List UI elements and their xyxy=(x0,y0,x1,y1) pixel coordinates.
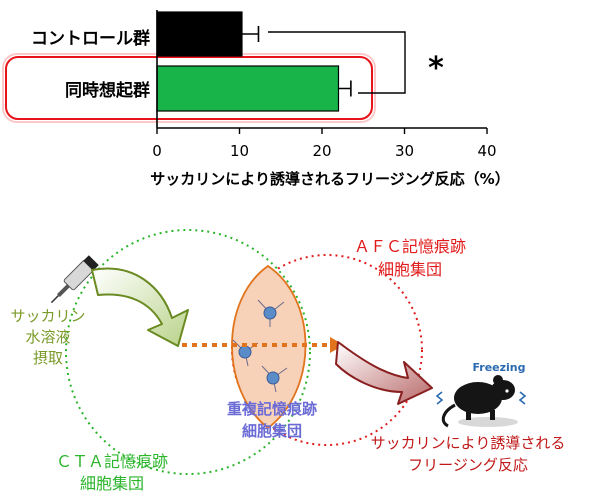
bars-layer xyxy=(156,11,352,112)
error-bar xyxy=(338,80,352,97)
x-tick-label: 20 xyxy=(312,142,331,160)
cta-label-line-1: ＣＴＡ記憶痕跡 xyxy=(56,452,168,471)
neuron-icon xyxy=(257,299,285,327)
cta-label-line-2: 細胞集団 xyxy=(80,474,144,493)
highlight-box xyxy=(5,56,373,120)
bar-chart: コントロール群 同時想起群 0 10 20 30 40 サッカリンにより誘導されるフリー… xyxy=(2,10,510,188)
memory-diagram: Freezing サッカリン 水溶液 摂取 ＣＴＡ記憶痕跡 細胞集団 ＡＦＣ記憶… xyxy=(10,229,566,493)
bar-simultaneous xyxy=(156,65,340,112)
bottle-label-line-2: 水溶液 xyxy=(25,328,70,346)
red-curved-arrow xyxy=(335,341,433,405)
freezing-label: Freezing xyxy=(472,361,525,374)
x-tick-label: 0 xyxy=(152,142,162,160)
category-label-control: コントロール群 xyxy=(31,28,150,49)
neuron-icon xyxy=(261,365,288,393)
category-label-simultaneous: 同時想起群 xyxy=(65,80,150,101)
overlap-label-line-1: 重複記憶痕跡 xyxy=(227,400,317,418)
overlap-label-line-2: 細胞集団 xyxy=(242,422,302,440)
x-ticks: 0 10 20 30 40 xyxy=(152,128,497,160)
x-tick-label: 30 xyxy=(395,142,414,160)
bottle-icon xyxy=(50,255,99,304)
response-label-line-2: フリージング反応 xyxy=(408,456,528,474)
green-curved-arrow xyxy=(91,267,189,347)
response-label-line-1: サッカリンにより誘導される xyxy=(371,434,566,452)
overlap-lens xyxy=(231,264,307,430)
bottle-label-line-3: 摂取 xyxy=(33,349,63,367)
significance-star: * xyxy=(428,51,444,86)
afc-circle xyxy=(231,254,423,446)
significance-bracket xyxy=(268,31,406,94)
bar-control xyxy=(156,11,243,57)
x-axis-label: サッカリンにより誘導されるフリージング反応（%） xyxy=(150,170,509,188)
x-tick-label: 10 xyxy=(230,142,249,160)
x-tick-label: 40 xyxy=(477,142,496,160)
afc-label-line-2: 細胞集団 xyxy=(378,260,442,279)
bottle-label-line-1: サッカリン xyxy=(10,307,85,325)
error-bar xyxy=(241,26,260,42)
afc-label-line-1: ＡＦＣ記憶痕跡 xyxy=(354,237,466,256)
cta-circle xyxy=(65,229,311,475)
mouse-icon xyxy=(435,375,527,428)
